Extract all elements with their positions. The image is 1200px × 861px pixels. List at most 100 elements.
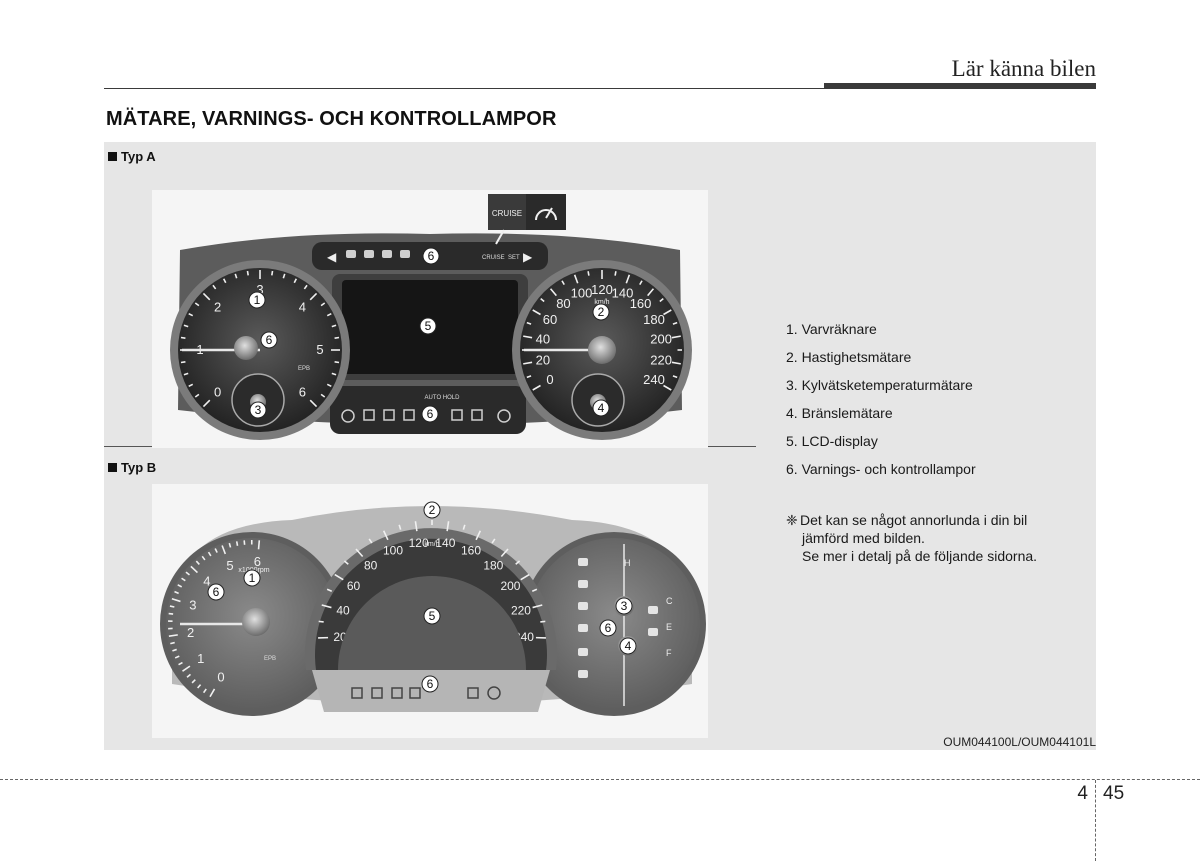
legend-item: 4. Bränslemätare: [786, 404, 1086, 432]
note-symbol-icon: ❈: [786, 511, 800, 529]
svg-text:5: 5: [425, 319, 432, 333]
gauge-letter-h: H: [624, 558, 631, 568]
dial-number: 0: [546, 372, 553, 387]
dial-number: 5: [226, 558, 233, 573]
dial-number: 160: [461, 544, 481, 558]
minor-tick: [170, 606, 174, 607]
legend-item: 2. Hastighetsmätare: [786, 348, 1086, 376]
minor-tick: [335, 337, 339, 338]
dial-number: 4: [203, 573, 210, 588]
dial-number: 2: [187, 625, 194, 640]
minor-tick: [540, 621, 545, 622]
callout-4: 4: [593, 400, 609, 416]
epb-label: EPB: [264, 656, 276, 662]
minor-tick: [319, 621, 324, 622]
image-code: OUM044100L/OUM044101L: [800, 735, 1096, 749]
page-chapter-number: 4: [1060, 783, 1088, 805]
dial-number: 4: [299, 300, 306, 315]
speed-unit-label: km/h: [424, 541, 439, 548]
minor-tick: [272, 271, 273, 275]
note-line-3: Se mer i detalj på de följande sidorna.: [786, 547, 1086, 565]
minor-tick: [181, 337, 185, 338]
chapter-title: Lär känna bilen: [930, 56, 1096, 82]
svg-text:6: 6: [427, 407, 434, 421]
dial-number: 60: [543, 312, 557, 327]
dial-number: 80: [556, 296, 570, 311]
callout-6-top-strip: 6: [423, 248, 439, 264]
svg-text:4: 4: [625, 639, 632, 653]
svg-text:6: 6: [605, 621, 612, 635]
legend-item: 1. Varvräknare: [786, 320, 1086, 348]
dial-number: 1: [197, 651, 204, 666]
dial-number: 180: [483, 558, 503, 572]
dial-number: 60: [347, 579, 361, 593]
dial-number: 240: [643, 372, 665, 387]
cluster-a-illustration: CRUISE ◀ ▶ CRUISE SET AUTO HOLD: [152, 190, 708, 448]
dial-number: 2: [214, 300, 221, 315]
gauge-letter-c: C: [666, 596, 673, 606]
callout-3: 3: [250, 402, 266, 418]
type-a-label: Typ A: [108, 149, 156, 164]
minor-tick: [181, 362, 185, 363]
svg-text:6: 6: [427, 677, 434, 691]
section-heading: MÄTARE, VARNINGS- OCH KONTROLLAMPOR: [106, 108, 557, 131]
callout-5: 5: [424, 608, 440, 624]
strip-set-label: SET: [508, 255, 520, 261]
dial-number: 220: [650, 352, 672, 367]
right-arrow-icon: ▶: [523, 250, 533, 264]
minor-tick: [237, 541, 238, 545]
legend-item: 5. LCD-display: [786, 432, 1086, 460]
auto-hold-label: AUTO HOLD: [425, 395, 461, 401]
legend-item: 6. Varnings- och kontrollampor: [786, 460, 1086, 488]
minor-tick: [247, 271, 248, 275]
dial-number: 6: [299, 384, 306, 399]
instrument-cluster-type-a: CRUISE ◀ ▶ CRUISE SET AUTO HOLD: [152, 190, 708, 448]
page-number: 45: [1103, 783, 1124, 805]
svg-text:1: 1: [254, 293, 261, 307]
dial-number: 5: [316, 342, 323, 357]
legend-item: 3. Kylvätsketemperaturmätare: [786, 376, 1086, 404]
callout-6-tacho: 6: [261, 332, 277, 348]
type-b-label: Typ B: [108, 460, 156, 475]
tachometer-hub: [242, 608, 270, 636]
note-line-1: Det kan se något annorlunda i din bil: [800, 512, 1027, 528]
dial-number: 100: [571, 286, 593, 301]
callout-6-tacho: 6: [208, 584, 224, 600]
callout-4: 4: [620, 638, 636, 654]
minor-tick: [588, 271, 589, 275]
gauge-letter-f: F: [666, 648, 672, 658]
gauge-letter-e: E: [666, 622, 672, 632]
major-tick: [259, 540, 260, 549]
dial-number: 0: [214, 384, 221, 399]
dial-number: 20: [536, 352, 550, 367]
figure-legend: 1. Varvräknare 2. Hastighetsmätare 3. Ky…: [786, 320, 1086, 488]
dial-number: 180: [643, 312, 665, 327]
header-rule: [104, 88, 1096, 89]
svg-text:6: 6: [213, 585, 220, 599]
svg-text:3: 3: [621, 599, 628, 613]
note-line-2: jämförd med bilden.: [786, 529, 1086, 547]
svg-text:2: 2: [429, 503, 436, 517]
dial-number: 120: [591, 282, 613, 297]
dial-number: 100: [383, 544, 403, 558]
svg-text:6: 6: [266, 333, 273, 347]
minor-tick: [615, 271, 616, 275]
svg-text:6: 6: [428, 249, 435, 263]
svg-text:3: 3: [255, 403, 262, 417]
type-a-text: Typ A: [121, 149, 156, 164]
svg-text:2: 2: [598, 305, 605, 319]
left-arrow-icon: ◀: [327, 250, 337, 264]
callout-6-right: 6: [600, 620, 616, 636]
dial-number: 80: [364, 558, 378, 572]
callout-6-bottom-strip: 6: [422, 406, 438, 422]
bullet-square-icon: [108, 463, 117, 472]
dial-number: 200: [650, 332, 672, 347]
speedometer-hub: [588, 336, 616, 364]
tachometer-hub: [234, 336, 258, 360]
callout-1: 1: [244, 570, 260, 586]
bullet-square-icon: [108, 152, 117, 161]
callout-5: 5: [420, 318, 436, 334]
legend-note: ❈Det kan se något annorlunda i din bil j…: [786, 511, 1086, 565]
